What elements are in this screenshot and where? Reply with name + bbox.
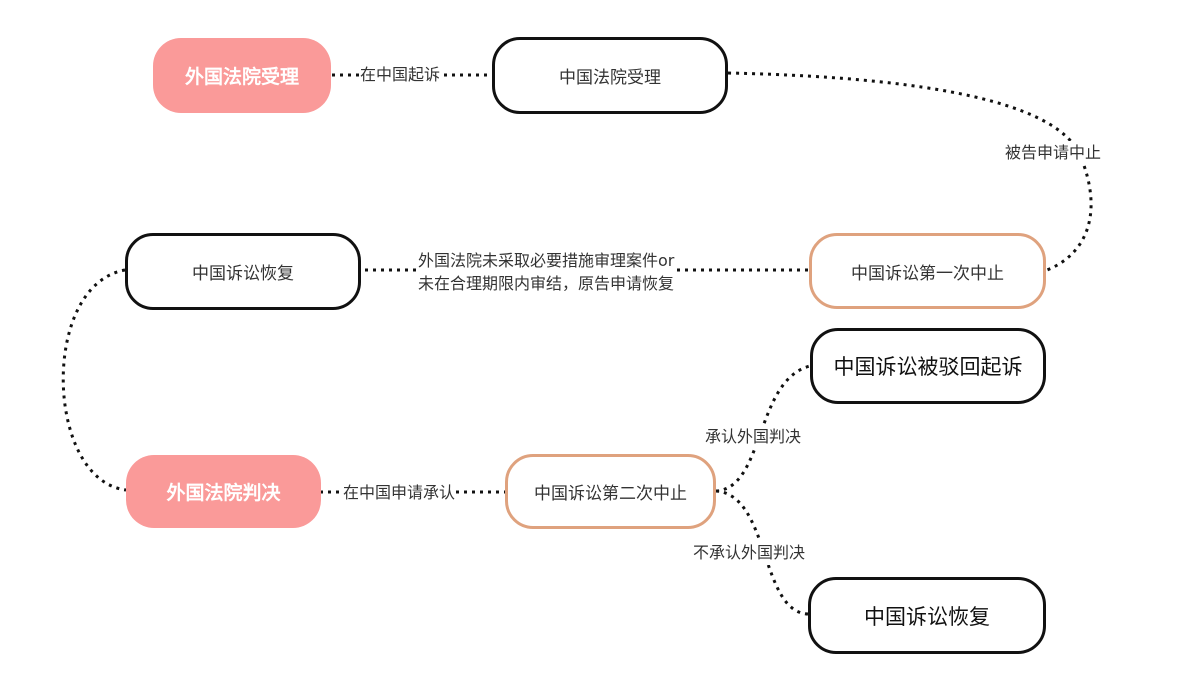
edge-second-suspend-to-dismissed bbox=[715, 364, 811, 493]
label-resume-reason-line2: 未在合理期限内审结，原告申请恢复 bbox=[418, 274, 675, 293]
edge-resume-to-foreign-judgment bbox=[61, 268, 127, 492]
node-china-litigation-resume: 中国诉讼恢复 bbox=[125, 233, 361, 310]
label-not-recognized: 不承认外国判决 bbox=[693, 541, 806, 565]
node-dismissed: 中国诉讼被驳回起诉 bbox=[810, 328, 1046, 404]
node-second-suspension: 中国诉讼第二次中止 bbox=[505, 454, 716, 529]
node-china-court-accept: 中国法院受理 bbox=[492, 37, 728, 114]
node-china-litigation-resume-final: 中国诉讼恢复 bbox=[808, 577, 1046, 654]
edge-second-suspend-to-resume bbox=[715, 489, 809, 616]
label-sue-in-china: 在中国起诉 bbox=[360, 63, 441, 87]
edge-china-accept-to-first-suspend bbox=[727, 71, 1093, 272]
label-recognized: 承认外国判决 bbox=[705, 425, 802, 449]
label-apply-recognition: 在中国申请承认 bbox=[343, 481, 456, 505]
node-foreign-court-accept: 外国法院受理 bbox=[153, 38, 331, 113]
label-resume-reason: 外国法院未采取必要措施审理案件or 未在合理期限内审结，原告申请恢复 bbox=[418, 249, 675, 295]
node-first-suspension: 中国诉讼第一次中止 bbox=[809, 233, 1046, 309]
label-defendant-apply-suspend: 被告申请中止 bbox=[1005, 141, 1102, 165]
node-foreign-judgment: 外国法院判决 bbox=[126, 455, 321, 528]
label-resume-reason-line1: 外国法院未采取必要措施审理案件or bbox=[418, 251, 675, 270]
